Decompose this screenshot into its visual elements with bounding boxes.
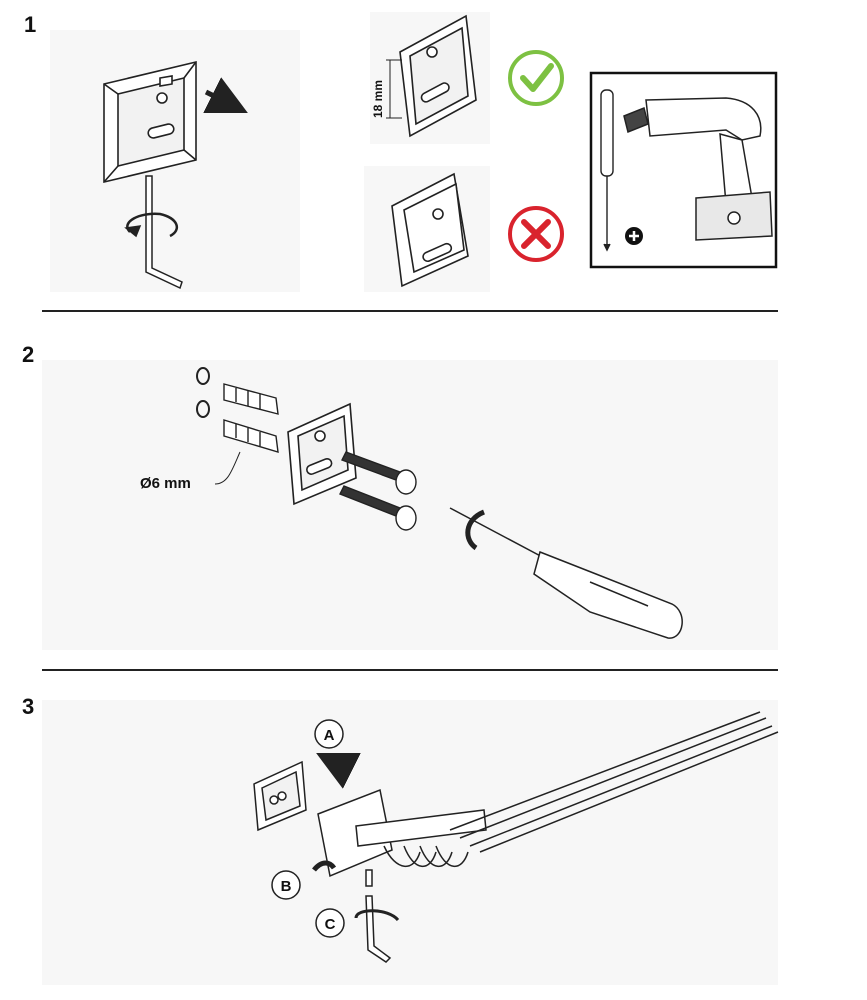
step-3-number: 3 [22, 694, 35, 719]
screwdriver-icon [600, 89, 614, 252]
pull-arrow-icon [203, 77, 248, 113]
callout-a: A [314, 719, 344, 749]
cordless-drill-icon [623, 97, 773, 241]
spacing-dimension: 18 mm [371, 59, 402, 119]
plus-circle-icon [625, 227, 643, 245]
towel-rack-icon [317, 711, 779, 878]
mounting-bracket-icon [287, 402, 357, 506]
step-2-number: 2 [22, 342, 35, 367]
section-divider-2 [42, 669, 778, 671]
section-divider-1 [42, 310, 778, 312]
drill-diameter-label: Ø6 mm [140, 475, 191, 492]
spacing-label: 18 mm [371, 80, 385, 118]
arrow-b-icon [312, 860, 337, 872]
allen-key-icon [124, 175, 183, 290]
wall-bracket-icon [399, 14, 477, 138]
wrong-bracket-icon [391, 172, 469, 288]
drill-label-leader [214, 451, 241, 485]
screw-icon [339, 451, 417, 531]
mounting-block-icon [103, 60, 197, 184]
callout-c-label: C [325, 916, 336, 933]
allen-key-icon [354, 869, 400, 963]
wall-bracket-icon [253, 760, 307, 832]
callout-b: B [271, 870, 301, 900]
callout-c: C [315, 908, 345, 938]
cross-circle-icon [508, 206, 564, 262]
step-1-number: 1 [24, 12, 37, 37]
callout-b-label: B [281, 878, 292, 895]
step3-panel-bg [42, 700, 778, 985]
check-circle-icon [508, 50, 564, 106]
callout-a-label: A [324, 727, 335, 744]
wall-plug-icon [223, 383, 279, 453]
screwdriver-icon [449, 507, 683, 639]
arrow-a-icon [316, 753, 361, 789]
rotate-arrow-icon [465, 509, 486, 551]
washer-icon [196, 367, 210, 418]
